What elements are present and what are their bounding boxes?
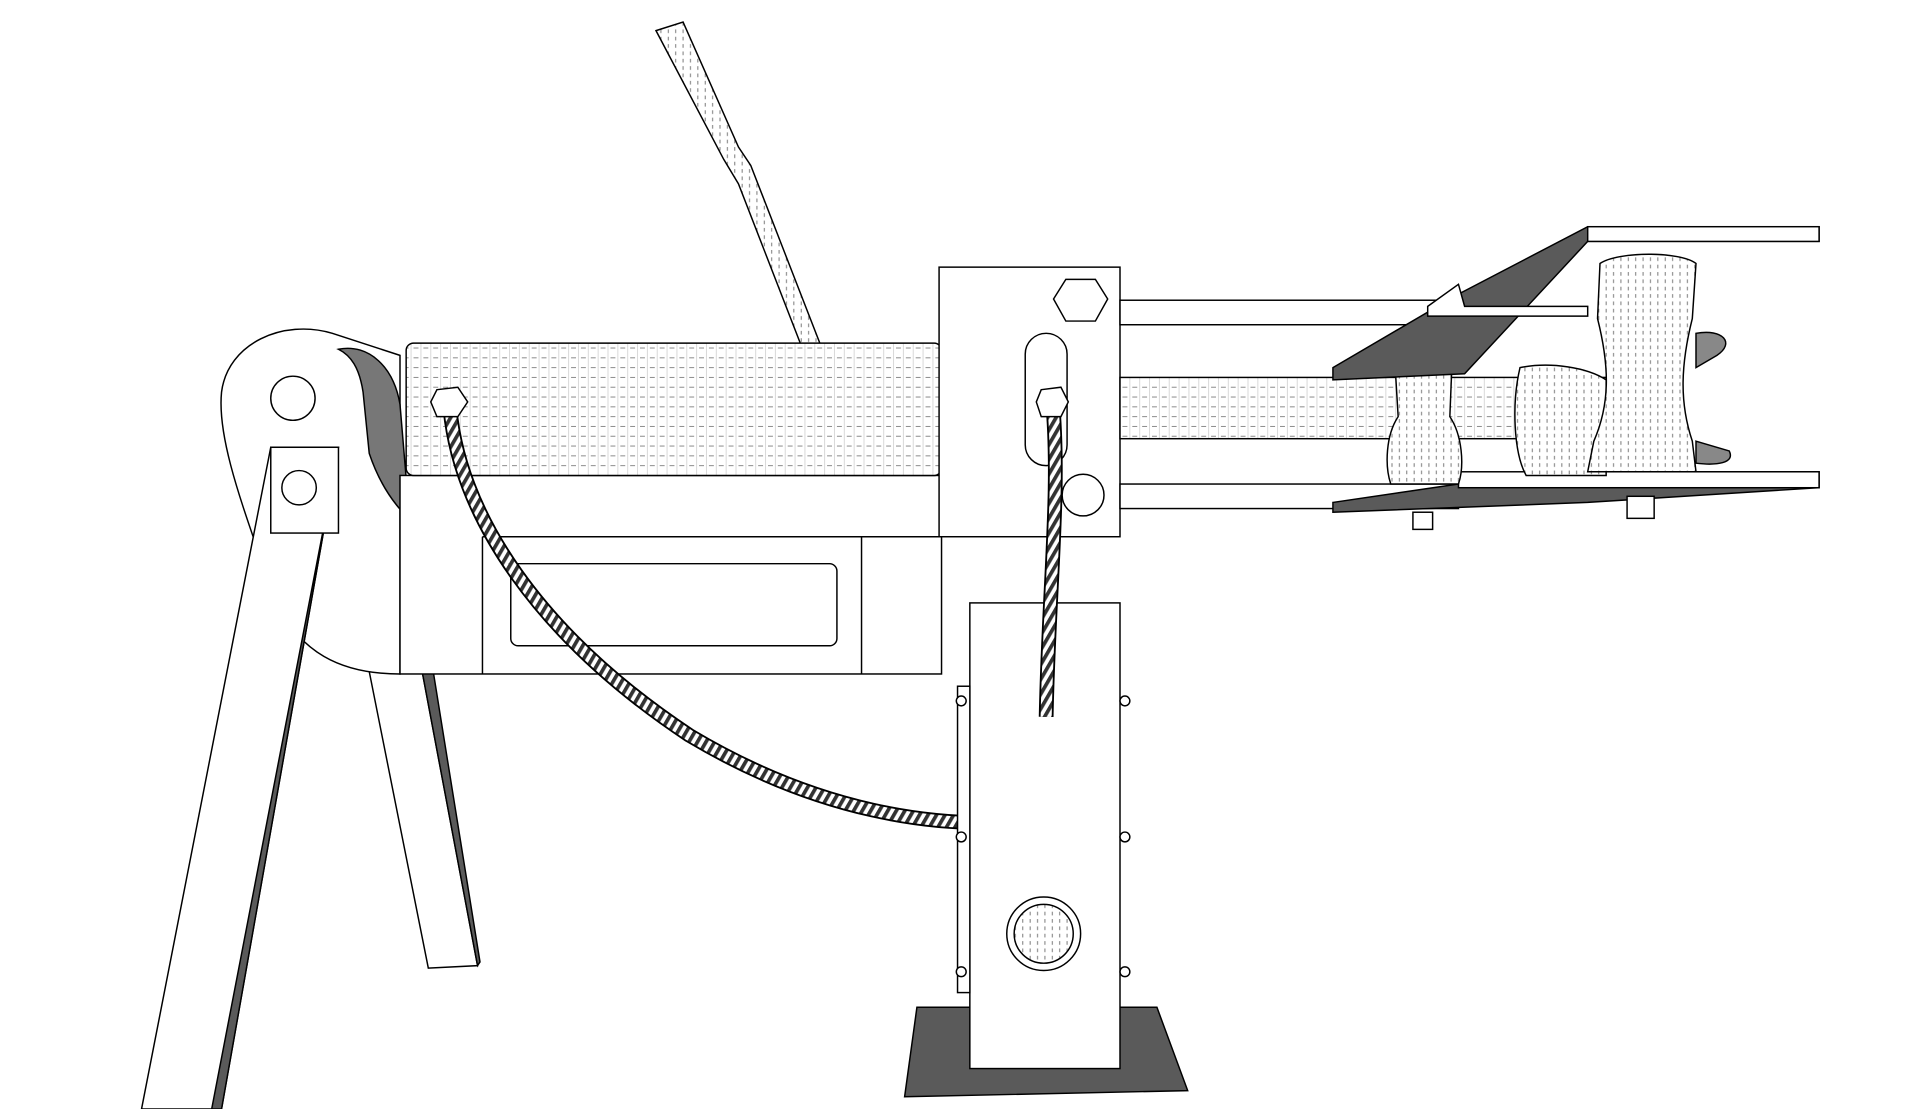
hose-fitting-nut [429, 386, 469, 418]
bending-die [1586, 253, 1697, 473]
upper-tie-rod [1119, 299, 1460, 326]
round-bolt [1061, 473, 1105, 517]
small-roller [1386, 354, 1463, 485]
nut [1626, 495, 1655, 520]
rear-leg [368, 670, 479, 969]
pivot-hole [270, 375, 316, 422]
front-leg [140, 446, 340, 1109]
leg-hole [281, 469, 318, 506]
hex-bolt [1052, 278, 1109, 322]
frame-window [510, 562, 838, 647]
nut [1412, 511, 1434, 531]
hydraulic-cylinder [405, 342, 943, 477]
